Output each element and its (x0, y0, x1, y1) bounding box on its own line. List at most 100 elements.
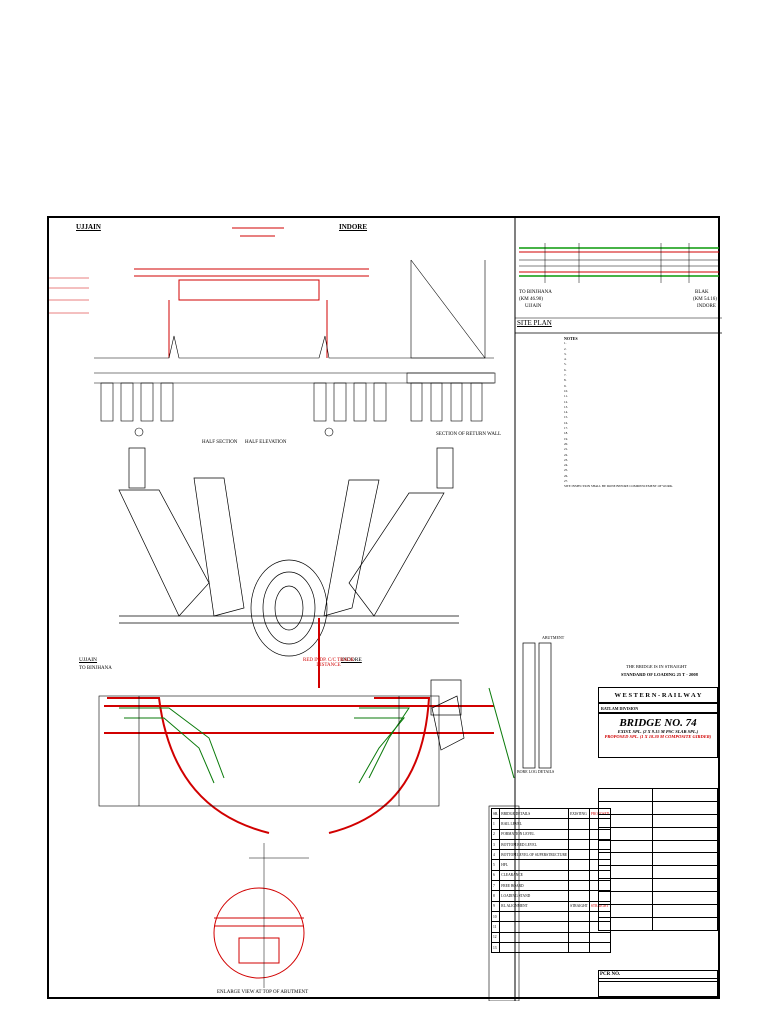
table-cell (568, 828, 590, 840)
bridge-straight-note: THE BRIDGE IS IN STRAIGHT (626, 664, 687, 669)
table-cell: RAIL LEVEL (499, 818, 570, 830)
note-item: 19. (564, 436, 568, 441)
table-cell (588, 931, 612, 943)
site-left-label: TO BINJHANA (519, 290, 552, 295)
table-cell: 9 (490, 900, 501, 912)
table-cell: 13 (490, 941, 501, 954)
signature-row (598, 839, 719, 854)
table-cell (499, 921, 570, 933)
note-item: 17. (564, 426, 568, 431)
table-row: 11 (490, 921, 612, 933)
table-cell (568, 880, 590, 892)
note-item: 24. (564, 463, 568, 468)
table-cell: FREE BOARD (499, 880, 570, 892)
table-cell: RL ALIGNMENT (499, 900, 570, 912)
enlarge-view-label: ENLARGE VIEW AT TOP OF ABUTMENT (217, 990, 309, 995)
site-right-town: INDORE (697, 304, 716, 309)
notes-heading: NOTES (564, 336, 578, 341)
note-item: 11. (564, 394, 568, 399)
signature-row (598, 852, 719, 867)
existing-span: EXIST. SPL. (2 X 9.15 M PSC SLAB SPL.) (617, 729, 699, 734)
table-cell: FORMATION LEVEL (499, 828, 570, 840)
track-distance-note: RED INDP. C/C TRACK DISTANCE (302, 658, 355, 668)
table-header-cell: EXISTING (568, 807, 590, 820)
drawing-sheet: UJJAIN INDORE HALF SECTION HALF ELEVATIO… (47, 216, 722, 1001)
signature-row (598, 788, 719, 802)
signature-row (598, 891, 719, 906)
note-item: 6. (564, 367, 567, 372)
table-cell (568, 941, 590, 954)
signature-table (598, 788, 719, 931)
table-cell: 4 (490, 849, 501, 861)
note-item: 13. (564, 404, 568, 409)
note-item: 27. (564, 479, 568, 484)
direction-left-label: UJJAIN (76, 223, 101, 231)
notes-block: NOTES 1. 2. 3. 4. 5. 6. 7. 8. 9. 10. 11.… (564, 336, 714, 490)
table-cell: 5 (490, 859, 501, 871)
site-left-town: UJJAIN (525, 304, 542, 309)
table-cell (568, 849, 590, 861)
note-item: 23. (564, 457, 568, 462)
site-left-km: (KM 46.90) (519, 297, 543, 302)
table-cell: 6 (490, 869, 501, 882)
bore-log-title: BORE LOG DETAILS (517, 769, 555, 774)
table-cell (588, 941, 612, 954)
table-cell: 10 (490, 910, 501, 923)
site-right-label: BLAK (695, 290, 709, 295)
table-cell: LOADING STAND (499, 890, 570, 902)
note-item: 22. (564, 452, 568, 457)
note-item: 20. (564, 441, 568, 446)
bridge-number: BRIDGE NO. 74 (619, 717, 697, 729)
note-item: 18. (564, 431, 568, 436)
site-right-km: (KM 54.16) (693, 297, 717, 302)
note-item: 1. (564, 341, 567, 346)
footer-line (599, 978, 717, 981)
note-item: 8. (564, 378, 567, 383)
engineering-drawing (49, 218, 722, 1001)
note-item: 10. (564, 388, 568, 393)
table-cell (499, 931, 570, 943)
footer-box: PCR NO. (598, 970, 718, 997)
division-name: RATLAM DIVISION (598, 703, 718, 713)
signature-row (598, 800, 719, 815)
table-cell (568, 890, 590, 902)
table-cell: 3 (490, 838, 501, 851)
table-cell (568, 859, 590, 871)
note-item: 4. (564, 357, 567, 362)
signature-row (598, 904, 719, 918)
note-item: 14. (564, 410, 568, 415)
loading-standard: STANDARD OF LOADING 25 T - 2008 (621, 672, 698, 677)
table-cell: 11 (490, 921, 501, 933)
railway-name: W E S T E R N - R A I L W A Y (598, 687, 718, 703)
note-item: 9. (564, 383, 567, 388)
table-cell (499, 910, 570, 923)
half-section-label: HALF SECTION (202, 440, 238, 445)
signature-row (598, 878, 719, 893)
table-header-cell: BRIDGE DETAILS (499, 807, 570, 820)
table-row: 10 (490, 910, 612, 923)
table-cell: BOTTOM LEVEL OF SUPERSTRUCTURE (499, 849, 570, 861)
table-cell (568, 869, 590, 882)
note-item: 3. (564, 351, 567, 356)
note-item: 21. (564, 447, 568, 452)
footer-line (599, 981, 717, 984)
table-cell: BOTTOM BED LEVEL (499, 838, 570, 851)
note-item: 26. (564, 473, 568, 478)
table-row: 13 (490, 941, 612, 954)
signature-row (598, 813, 719, 828)
note-before-work: SITE INSPECTION SHALL BE DONE BEFORE COM… (564, 484, 673, 489)
table-cell: HFL (499, 859, 570, 871)
note-item: 25. (564, 468, 568, 473)
table-row: 12 (490, 931, 612, 943)
ujjain-bottom-label: UJJAIN (79, 657, 98, 663)
note-item: 12. (564, 399, 568, 404)
table-cell: STRAIGHT (568, 900, 590, 912)
